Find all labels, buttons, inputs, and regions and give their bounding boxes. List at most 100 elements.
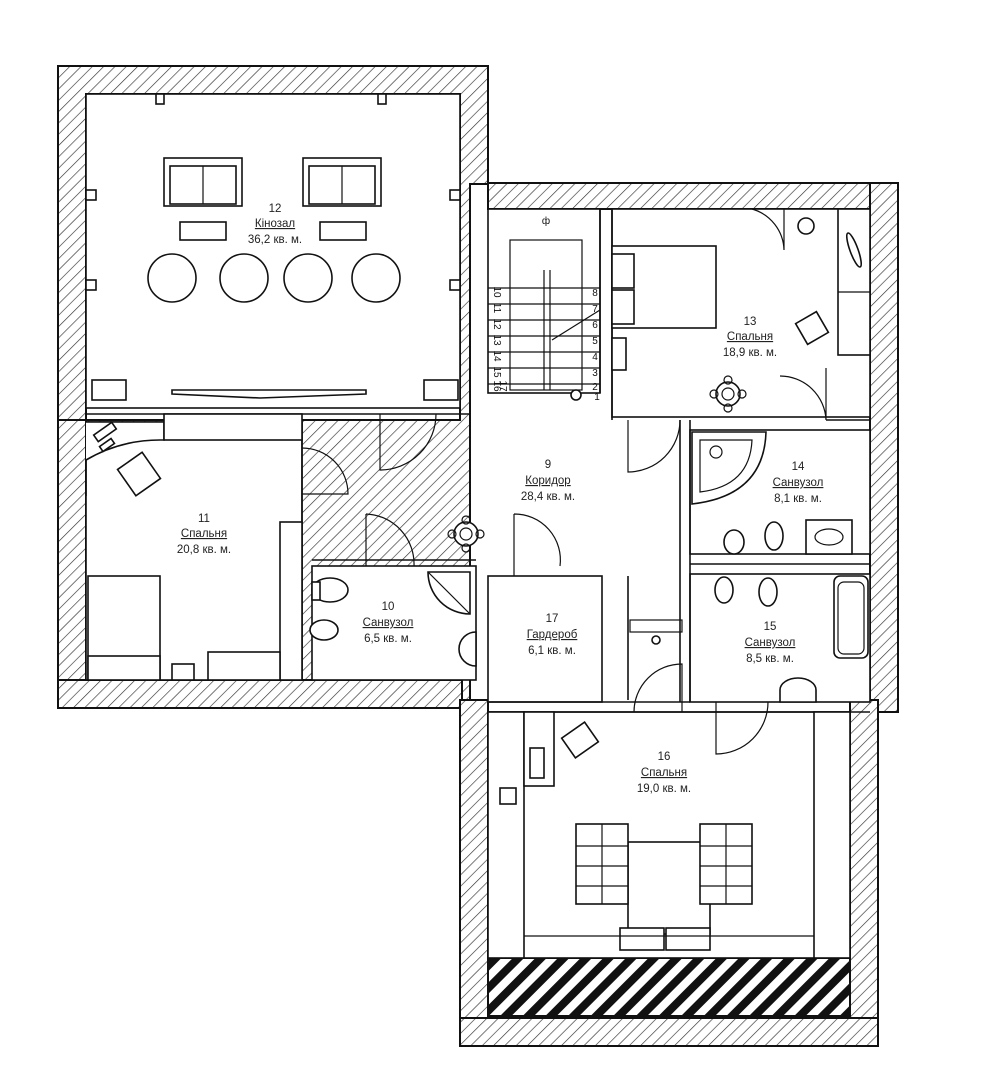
left-cabinet-16 <box>487 711 525 959</box>
bidet-14 <box>723 529 745 555</box>
ottoman-right <box>319 221 367 241</box>
bathtub-15 <box>833 575 869 659</box>
room-11-area: 20,8 кв. м. <box>177 544 231 556</box>
svg-text:ф: ф <box>542 215 550 227</box>
label-room-15: 15 Санвузол 8,5 кв. м. <box>745 621 796 665</box>
label-room-9: 9 Коридор 28,4 кв. м. <box>521 459 575 503</box>
step-8: 8 <box>592 288 598 299</box>
label-room-12: 12 Кінозал 36,2 кв. м. <box>248 203 302 246</box>
room-11-number: 11 <box>198 513 210 525</box>
room-17-number: 17 <box>546 613 559 625</box>
door-wardrobe <box>513 513 561 576</box>
desk-chair-11 <box>116 451 162 497</box>
room-11-name: Спальня <box>181 528 227 540</box>
room-14-number: 14 <box>792 461 805 473</box>
computer-11 <box>92 421 118 453</box>
sink-10 <box>458 631 477 667</box>
west-wall-lower <box>57 419 87 709</box>
room-13-name: Спальня <box>727 331 773 343</box>
room-14-name: Санвузол <box>773 477 824 489</box>
step-11: 11 <box>491 303 502 314</box>
sofa-left <box>163 157 243 207</box>
sink-14 <box>805 519 853 555</box>
sink-15 <box>779 677 817 703</box>
label-room-16: 16 Спальня 19,0 кв. м. <box>637 751 691 795</box>
room-16-number: 16 <box>658 751 671 763</box>
step-14: 14 <box>491 350 502 362</box>
chair-4 <box>351 253 401 303</box>
cinema-room <box>85 93 461 409</box>
step-3: 3 <box>592 368 598 379</box>
chair-13 <box>794 310 830 346</box>
plant-corridor-icon <box>447 515 485 553</box>
room-10-number: 10 <box>382 601 395 613</box>
step-15: 15 <box>491 366 502 378</box>
wardrobe-17 <box>487 575 603 703</box>
room-15-name: Санвузол <box>745 637 796 649</box>
door-bath-15 <box>715 701 769 755</box>
step-6: 6 <box>592 320 598 331</box>
room-14-area: 8,1 кв. м. <box>774 493 822 505</box>
speaker-left <box>91 379 127 401</box>
door-bedroom-16 <box>633 663 683 713</box>
south-wall-left <box>57 679 463 709</box>
plant-13-icon <box>709 375 747 413</box>
chair-1 <box>147 253 197 303</box>
door-cinema <box>379 413 437 471</box>
room-9-number: 9 <box>545 459 551 471</box>
step-12: 12 <box>491 318 502 330</box>
door-bedroom-13-closet <box>751 208 785 251</box>
step-17: 17 <box>497 380 508 392</box>
bidet-15 <box>714 576 734 604</box>
lamp-13 <box>797 217 815 235</box>
step-2: 2 <box>592 382 598 393</box>
room-15-number: 15 <box>764 621 777 633</box>
room-10-name: Санвузол <box>363 617 414 629</box>
room-labels: 12 Кінозал 36,2 кв. м. 13 Спальня 18,9 к… <box>177 203 824 795</box>
room-17-name: Гардероб <box>527 629 578 641</box>
chair-2 <box>219 253 269 303</box>
step-10: 10 <box>491 286 502 298</box>
room-13-area: 18,9 кв. м. <box>723 347 777 359</box>
room-12-area: 36,2 кв. м. <box>248 234 302 246</box>
chair-16 <box>560 721 600 759</box>
room-12-name: Кінозал <box>255 218 295 230</box>
bed-16 <box>524 823 814 951</box>
north-wall-right <box>487 182 899 210</box>
room-15-area: 8,5 кв. м. <box>746 653 794 665</box>
screen <box>171 389 367 399</box>
label-room-17: 17 Гардероб 6,1 кв. м. <box>527 613 578 657</box>
desk-11 <box>85 421 165 496</box>
sofa-right <box>302 157 382 207</box>
terrace-strip <box>487 957 851 1017</box>
wardrobe-11 <box>163 413 303 441</box>
east-wall <box>869 182 899 713</box>
door-bath-14 <box>779 368 827 421</box>
right-cabinet-16 <box>813 711 851 959</box>
door-bedroom-13 <box>627 419 681 473</box>
step-5: 5 <box>592 336 598 347</box>
door-bedroom-11 <box>301 447 349 495</box>
room-16-name: Спальня <box>641 767 687 779</box>
speaker-right <box>423 379 459 401</box>
doors <box>301 208 827 755</box>
stool-16 <box>499 787 517 805</box>
mirror-13 <box>845 232 863 268</box>
shelf-11 <box>279 521 303 681</box>
room-10-area: 6,5 кв. м. <box>364 633 412 645</box>
step-7: 7 <box>592 304 598 315</box>
annex-east-wall <box>849 699 879 1047</box>
label-room-11: 11 Спальня 20,8 кв. м. <box>177 513 231 556</box>
door-bath-10 <box>365 513 415 567</box>
toilet-14 <box>764 521 784 551</box>
room-16-area: 19,0 кв. м. <box>637 783 691 795</box>
furniture: ф <box>85 93 871 959</box>
staircase: ф <box>488 215 601 401</box>
room-9-name: Коридор <box>525 475 570 487</box>
room-17-area: 6,1 кв. м. <box>528 645 576 657</box>
step-1: 1 <box>594 392 600 403</box>
room-13-number: 13 <box>744 316 757 328</box>
annex-west-wall <box>459 699 489 1047</box>
stair-numbers: 8 7 6 5 4 3 2 1 10 11 12 13 14 15 16 17 <box>491 286 600 403</box>
step-4: 4 <box>592 352 598 363</box>
